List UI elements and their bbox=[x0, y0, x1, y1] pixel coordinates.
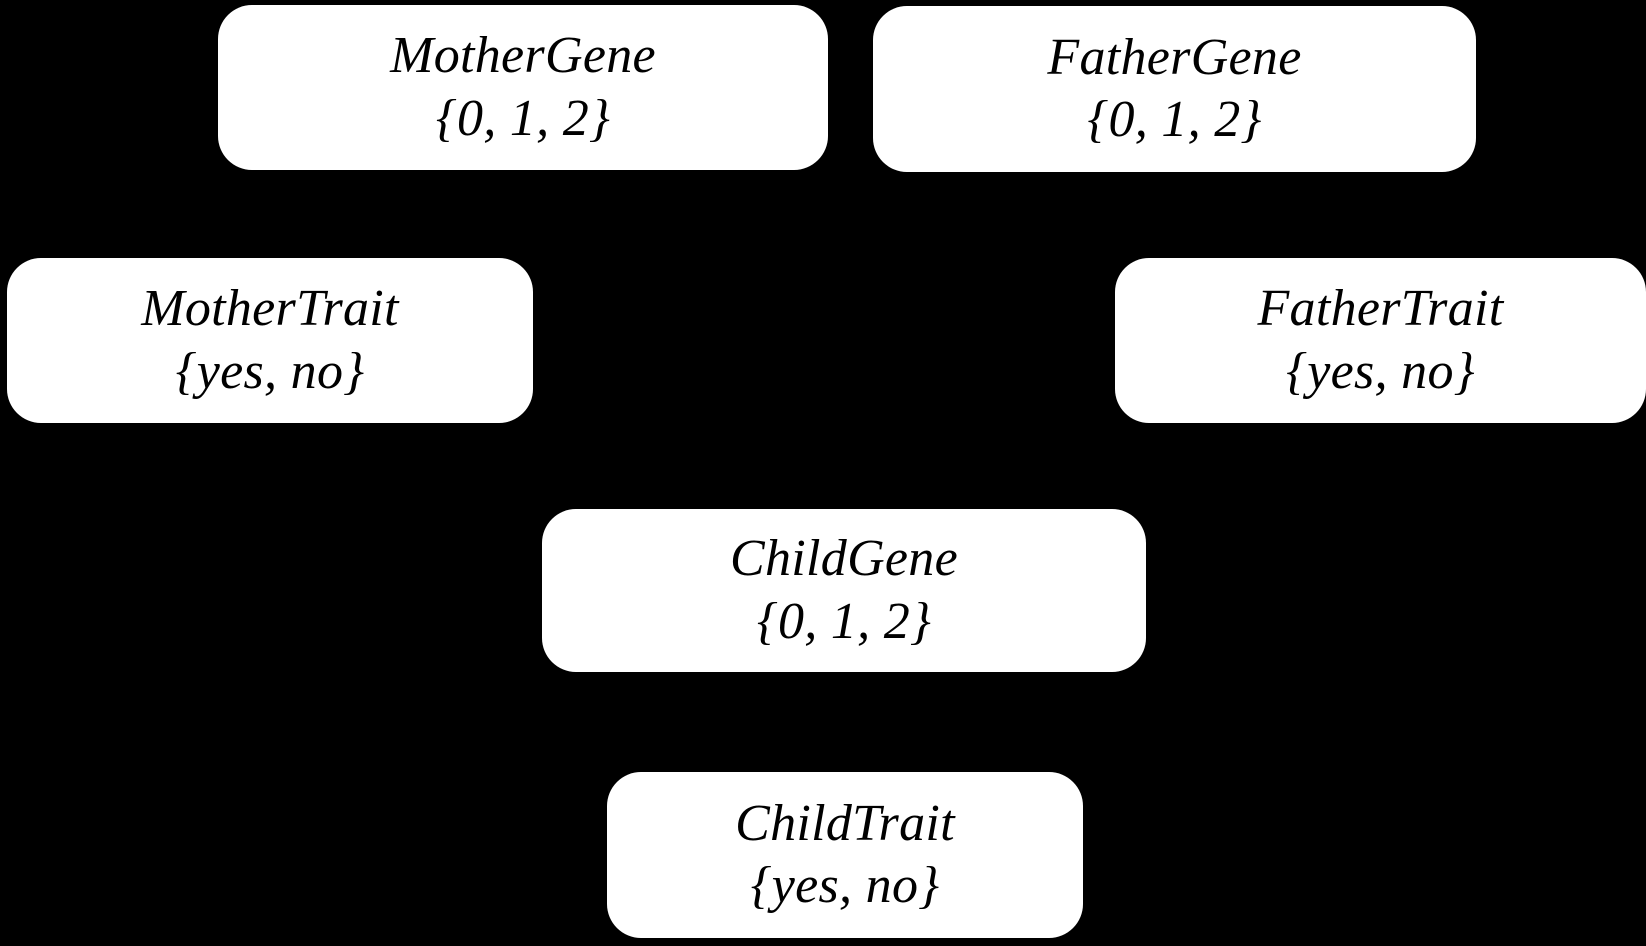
node-father-trait-label: FatherTrait bbox=[1257, 280, 1504, 338]
node-child-trait[interactable]: ChildTrait {yes, no} bbox=[607, 772, 1083, 938]
node-child-gene-domain: {0, 1, 2} bbox=[756, 592, 932, 650]
node-mother-trait-domain: {yes, no} bbox=[175, 342, 365, 400]
node-father-gene-domain: {0, 1, 2} bbox=[1087, 91, 1262, 148]
node-mother-trait-label: MotherTrait bbox=[141, 280, 399, 338]
node-mother-trait[interactable]: MotherTrait {yes, no} bbox=[7, 258, 533, 423]
node-father-gene-label: FatherGene bbox=[1047, 28, 1302, 86]
node-father-gene[interactable]: FatherGene {0, 1, 2} bbox=[873, 6, 1476, 172]
node-child-trait-domain: {yes, no} bbox=[750, 857, 940, 914]
node-child-trait-label: ChildTrait bbox=[735, 794, 955, 852]
node-child-gene[interactable]: ChildGene {0, 1, 2} bbox=[542, 509, 1146, 672]
node-mother-gene[interactable]: MotherGene {0, 1, 2} bbox=[218, 5, 828, 170]
node-child-gene-label: ChildGene bbox=[730, 530, 958, 588]
node-mother-gene-domain: {0, 1, 2} bbox=[435, 89, 611, 147]
node-father-trait[interactable]: FatherTrait {yes, no} bbox=[1115, 258, 1646, 423]
node-father-trait-domain: {yes, no} bbox=[1286, 342, 1475, 400]
node-mother-gene-label: MotherGene bbox=[390, 27, 656, 85]
